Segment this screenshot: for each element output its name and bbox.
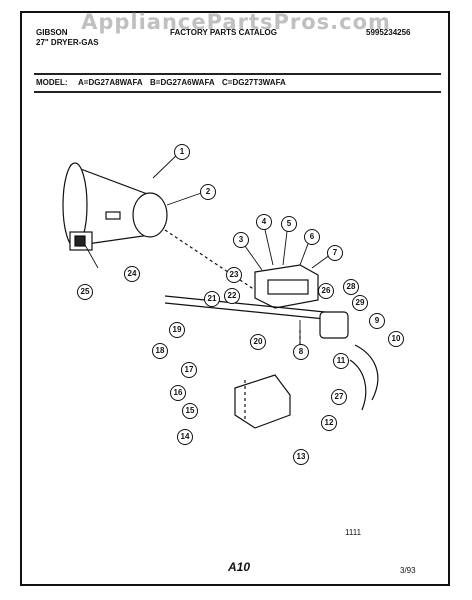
callout-29: 29 [352, 295, 368, 311]
product-label: 27" DRYER-GAS [36, 38, 99, 47]
callout-12: 12 [321, 415, 337, 431]
callout-16: 16 [170, 385, 186, 401]
callout-6: 6 [304, 229, 320, 245]
burner-tube [164, 295, 326, 320]
solenoid-9 [319, 311, 349, 339]
callout-13: 13 [293, 449, 309, 465]
wire-harness [349, 344, 379, 411]
drum-slot [105, 211, 121, 220]
model-c: C=DG27T3WAFA [222, 78, 286, 87]
callout-2: 2 [200, 184, 216, 200]
model-b: B=DG27A6WAFA [150, 78, 215, 87]
revision-date: 3/93 [400, 566, 416, 575]
page-number: A10 [228, 560, 251, 574]
callout-11: 11 [333, 353, 349, 369]
callout-14: 14 [177, 429, 193, 445]
callout-23: 23 [226, 267, 242, 283]
callout-15: 15 [182, 403, 198, 419]
figure-code: 1111 [345, 528, 362, 537]
callout-28: 28 [343, 279, 359, 295]
callout-21: 21 [204, 291, 220, 307]
catalog-title: FACTORY PARTS CATALOG [170, 28, 277, 37]
callout-26: 26 [318, 283, 334, 299]
page-border [20, 11, 450, 586]
callout-19: 19 [169, 322, 185, 338]
callout-25: 25 [77, 284, 93, 300]
callout-24: 24 [124, 266, 140, 282]
callout-7: 7 [327, 245, 343, 261]
callout-22: 22 [224, 288, 240, 304]
header-rule-bottom [34, 91, 441, 93]
drum-front [132, 192, 168, 238]
callout-5: 5 [281, 216, 297, 232]
callout-4: 4 [256, 214, 272, 230]
catalog-number: 5995234256 [366, 28, 411, 37]
callout-9: 9 [369, 313, 385, 329]
model-label: MODEL: [36, 78, 68, 87]
callout-8: 8 [293, 344, 309, 360]
header-rule-top [34, 73, 441, 75]
callout-27: 27 [331, 389, 347, 405]
callout-17: 17 [181, 362, 197, 378]
callout-20: 20 [250, 334, 266, 350]
mount-bracket-14 [234, 374, 291, 429]
callout-3: 3 [233, 232, 249, 248]
callout-18: 18 [152, 343, 168, 359]
brand-label: GIBSON [36, 28, 68, 37]
valve-body [267, 279, 309, 295]
watermark: AppliancePartsPros.com [81, 10, 391, 34]
callout-1: 1 [174, 144, 190, 160]
model-a: A=DG27A8WAFA [78, 78, 143, 87]
callout-10: 10 [388, 331, 404, 347]
